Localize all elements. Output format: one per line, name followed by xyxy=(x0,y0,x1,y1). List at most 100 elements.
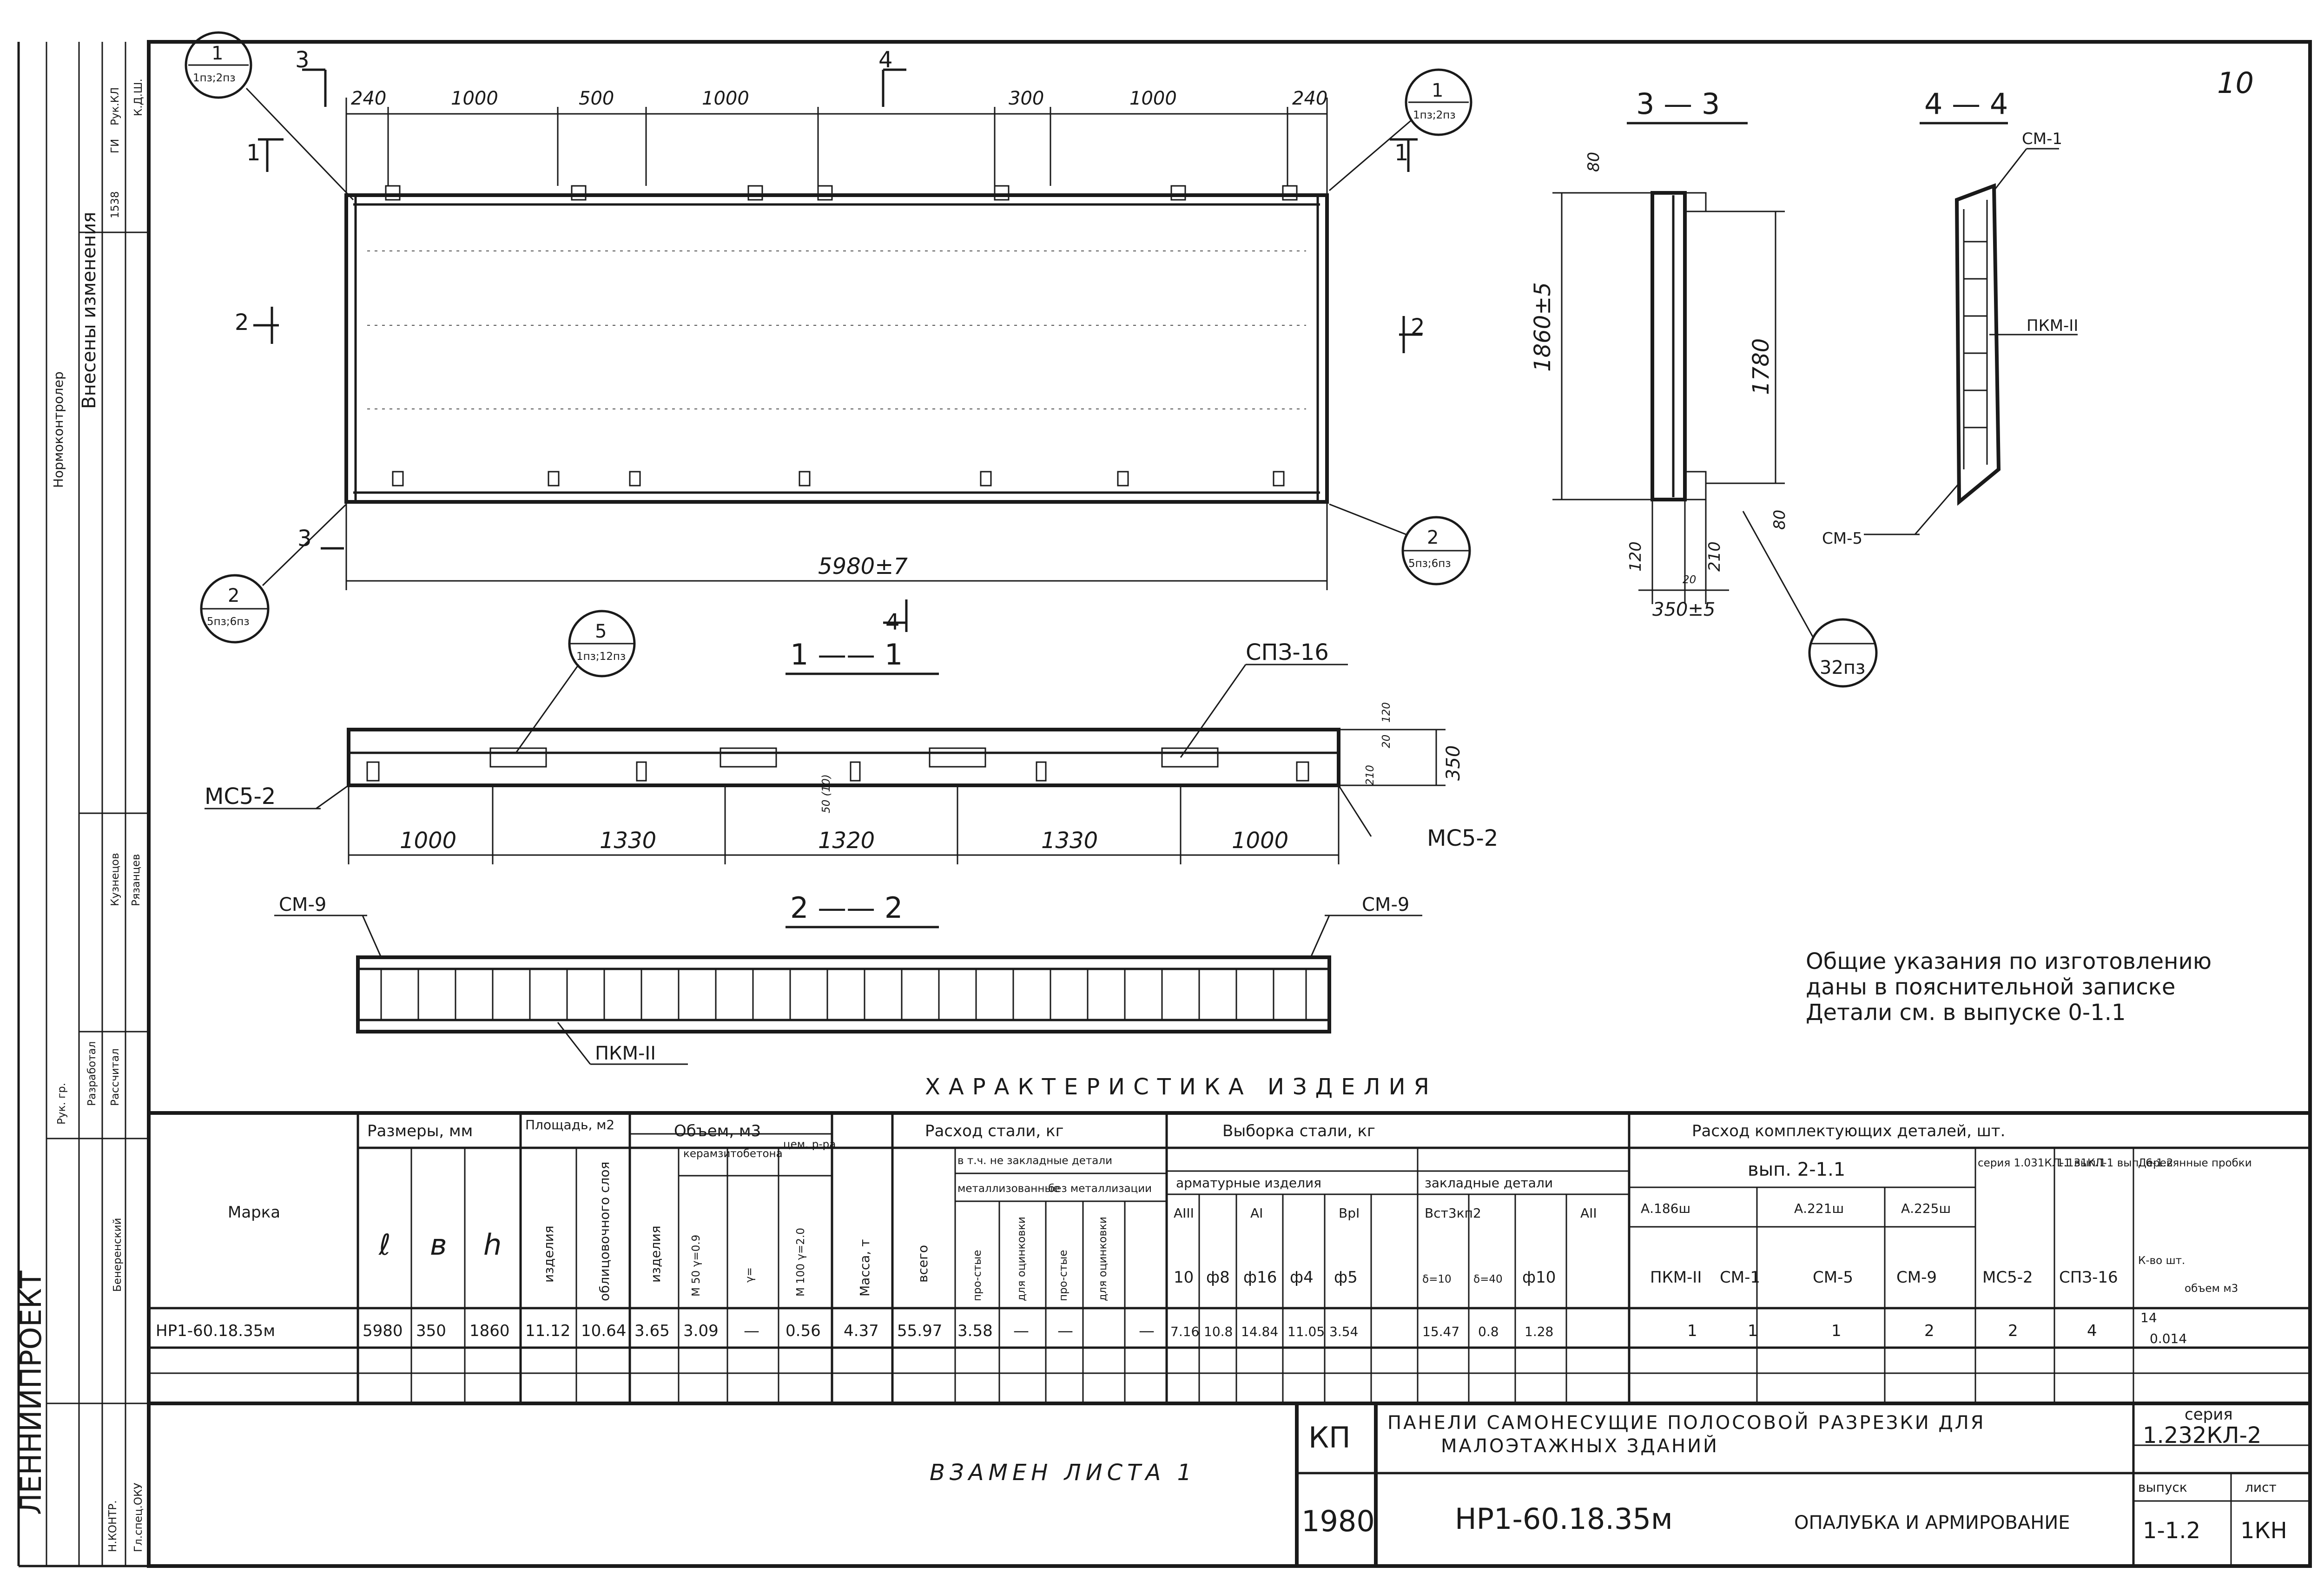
th-sel-embedded: закладные детали xyxy=(1425,1175,1553,1191)
tb-series: 1.232КЛ-2 xyxy=(2143,1422,2261,1448)
th-area-facing: облицовочного слоя xyxy=(597,1162,612,1301)
side-staff-2: Разработал xyxy=(86,1041,98,1106)
table-row: НР1-60.18.35м 5980 350 1860 11.12 10.64 … xyxy=(156,1310,2187,1346)
sec44-label-sm5: СМ-5 xyxy=(1822,529,1862,548)
sec33-height-inner: 1780 xyxy=(1748,338,1774,395)
note-line-3: Детали см. в выпуске 0-1.1 xyxy=(1806,1000,2126,1026)
side-changes: Внесены изменения xyxy=(79,212,100,409)
section-4-4: 4 — 4 СМ-1 ПКМ-II СМ-5 xyxy=(1822,87,2078,548)
svg-text:5пз;6пз: 5пз;6пз xyxy=(1408,558,1451,570)
tb-title-1: ПАНЕЛИ САМОНЕСУЩИЕ ПОЛОСОВОЙ РАЗРЕЗКИ ДЛ… xyxy=(1387,1411,1986,1434)
side-change-value-1: 1538 xyxy=(109,191,121,218)
th-size-h: h xyxy=(483,1228,502,1262)
th-sel-d1: 10 xyxy=(1174,1268,1194,1287)
note-line-1: Общие указания по изготовлению xyxy=(1806,948,2212,974)
svg-text:2: 2 xyxy=(1427,527,1439,548)
th-steel-s4: для оцинковки xyxy=(1097,1217,1109,1301)
section-mark-1b: 1 xyxy=(1394,140,1409,166)
th-vol-item: изделия xyxy=(648,1225,663,1283)
section-mark-4b: 4 xyxy=(885,609,900,635)
side-approved: Н.КОНТР. xyxy=(107,1500,119,1552)
th-vol-cem: цем. р-ра xyxy=(783,1139,836,1151)
th-sel-class-4: Вст3кп2 xyxy=(1425,1205,1481,1221)
cell-l: 5980 xyxy=(363,1322,403,1340)
title-block: КП 1980 ВЗАМЕН ЛИСТА 1 ПАНЕЛИ САМОНЕСУЩИ… xyxy=(149,1402,2310,1566)
sec11-label-spz: СПЗ-16 xyxy=(1246,639,1329,665)
cell-sel-5: 3.54 xyxy=(1329,1324,1358,1339)
side-staff-name-3: Рязанцев xyxy=(130,854,142,906)
svg-text:1пз;12пз: 1пз;12пз xyxy=(576,651,626,663)
th-comp-c6: СПЗ-16 xyxy=(2059,1268,2118,1287)
elev-dim-6: 1000 xyxy=(1129,88,1177,109)
th-sel-d3: ф16 xyxy=(1243,1268,1277,1287)
th-sel-d4: ф4 xyxy=(1290,1268,1314,1287)
cell-steel-a: 3.58 xyxy=(957,1322,993,1340)
cell-mass: 4.37 xyxy=(844,1322,879,1340)
th-steel-s1: про-стые xyxy=(971,1250,984,1301)
elev-dim-1: 240 xyxy=(351,88,386,109)
tb-sheet-label: лист xyxy=(2245,1480,2277,1495)
sec11-rdim-3: 350 xyxy=(1443,745,1464,781)
sec11-dim-4: 1330 xyxy=(1041,828,1098,854)
sec33-dim-2: 210 xyxy=(1705,541,1724,572)
section-mark-4a: 4 xyxy=(878,47,893,73)
th-size-b: в xyxy=(430,1228,447,1262)
th-steel-s2: для оцинковки xyxy=(1016,1217,1028,1301)
th-steel-metal: металлизованные xyxy=(957,1183,1060,1195)
th-steel-not: в т.ч. не закладные детали xyxy=(957,1155,1112,1167)
th-comp-c3: СМ-5 xyxy=(1813,1268,1853,1287)
th-sel-class-2: АI xyxy=(1250,1205,1263,1221)
sec33-dim-bottom: 80 xyxy=(1770,510,1789,530)
svg-text:32пз: 32пз xyxy=(1820,657,1865,678)
th-sel-class-3: ВрI xyxy=(1339,1205,1360,1221)
cell-comp-6: 4 xyxy=(2087,1322,2097,1340)
sec44-label-sm1: СМ-1 xyxy=(2022,130,2062,148)
cell-vol-x: — xyxy=(744,1322,759,1340)
th-steel: Расход стали, кг xyxy=(925,1122,1063,1140)
cell-plug-count: 14 xyxy=(2140,1310,2157,1325)
side-staff-name-1: Бенеренский xyxy=(112,1218,124,1292)
tb-product: НР1-60.18.35м xyxy=(1455,1502,1673,1536)
section-mark-2a: 2 xyxy=(235,309,249,336)
tb-year: 1980 xyxy=(1301,1504,1375,1538)
svg-text:5: 5 xyxy=(595,621,607,642)
characteristics-table: ХАРАКТЕРИСТИКА ИЗДЕЛИЯ xyxy=(147,1074,2312,1405)
cell-comp-2: 1 xyxy=(1748,1322,1758,1340)
side-staff-3: Рассчитал xyxy=(109,1048,121,1106)
cell-sel-3: 14.84 xyxy=(1241,1324,1278,1339)
section-1-1: 1 —— 1 1000 1330 1320 1330 1000 xyxy=(205,610,1498,864)
th-vol-keram: керамзитобетона xyxy=(683,1148,783,1160)
th-sel-class-1: АIII xyxy=(1174,1205,1194,1221)
svg-text:1: 1 xyxy=(1432,80,1443,101)
th-sel-d2: ф8 xyxy=(1206,1268,1230,1287)
section-2-2: 2 —— 2 СМ-9 СМ-9 ПКМ-II xyxy=(274,891,1422,1065)
cell-sel-7: 0.8 xyxy=(1478,1324,1499,1339)
sec33-height-total: 1860±5 xyxy=(1530,282,1556,372)
section-mark-1a: 1 xyxy=(246,140,261,166)
th-comp-c2: СМ-1 xyxy=(1720,1268,1760,1287)
elev-dim-2: 1000 xyxy=(451,88,498,109)
side-change-value-2: ГИ xyxy=(109,139,121,153)
th-comp-sub-2: А.221ш xyxy=(1794,1201,1844,1216)
side-staff-1: Рук. гр. xyxy=(56,1083,68,1125)
elev-dim-4: 1000 xyxy=(702,88,749,109)
sec11-dim-5: 1000 xyxy=(1232,828,1288,854)
cell-sel-6: 15.47 xyxy=(1422,1324,1459,1339)
th-plug-volume: объем м3 xyxy=(2185,1283,2238,1295)
th-comp-c5: МС5-2 xyxy=(1982,1268,2033,1287)
sec11-rdim-4: 210 xyxy=(1364,765,1376,785)
tb-replaces: ВЗАМЕН ЛИСТА 1 xyxy=(930,1460,1196,1486)
cell-plug-volume: 0.014 xyxy=(2150,1331,2187,1346)
tb-title-2: МАЛОЭТАЖНЫХ ЗДАНИЙ xyxy=(1441,1435,1719,1457)
tb-subject: ОПАЛУБКА И АРМИРОВАНИЕ xyxy=(1794,1512,2070,1534)
th-vol-sub-2: γ= xyxy=(744,1267,756,1283)
th-selection: Выборка стали, кг xyxy=(1222,1122,1375,1140)
cell-sel-1: 7.16 xyxy=(1170,1324,1199,1339)
cell-b: 350 xyxy=(416,1322,446,1340)
cell-vol-item: 3.65 xyxy=(634,1322,670,1340)
side-norm-control: Нормоконтролер xyxy=(51,371,66,488)
th-steel-total: всего xyxy=(915,1245,931,1283)
side-chief: Гл.спец.ОКУ xyxy=(132,1483,145,1552)
section-1-1-title: 1 —— 1 xyxy=(790,638,903,671)
